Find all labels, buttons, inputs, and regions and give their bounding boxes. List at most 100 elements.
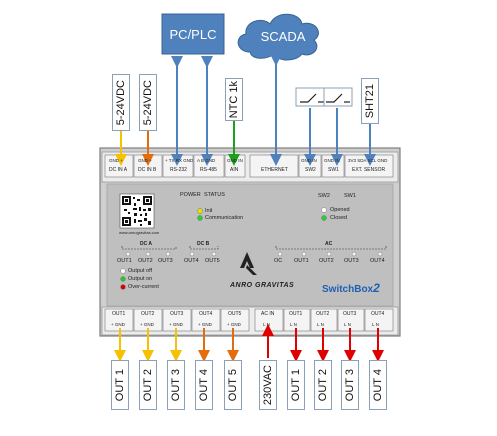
- dc-a-group-label: DC A: [140, 241, 153, 247]
- ac-group-label: AC: [325, 241, 333, 247]
- legend-led-off: [120, 268, 126, 274]
- bt-acout3-pins: L N: [344, 322, 351, 327]
- bt-acout3-name: OUT3: [343, 311, 357, 317]
- legend-over-current: Over-current: [128, 284, 159, 290]
- product-suffix: 2: [373, 281, 380, 295]
- ntc-text: NTC 1k: [228, 80, 240, 119]
- bt-out1-name: OUT1: [112, 311, 126, 317]
- bt-out3-pins: + GND: [169, 322, 183, 327]
- bottom-label-dc-out5: OUT 5: [224, 360, 242, 410]
- bt-acin-name: AC IN: [261, 311, 275, 317]
- bottom-label-dc-out2: OUT 2: [139, 360, 157, 410]
- ain-name: AIN: [230, 167, 239, 173]
- led-communication: [197, 215, 203, 221]
- bottom-label-ac-out4-text: OUT 4: [372, 368, 384, 402]
- legend-output-on: Output on: [128, 276, 153, 282]
- legend-output-off: Output off: [128, 268, 153, 274]
- qr-code: [119, 193, 155, 229]
- bt-acout2-pins: L N: [317, 322, 324, 327]
- dc-out2-label: OUT2: [138, 258, 153, 264]
- bottom-label-dc-out5-text: OUT 5: [227, 368, 239, 402]
- bottom-label-dc-out2-text: OUT 2: [142, 368, 154, 402]
- bottom-label-dc-out4-text: OUT 4: [198, 368, 210, 402]
- init-label: Init: [205, 208, 213, 214]
- dc-a-voltage-text: 5-24VDC: [115, 79, 127, 126]
- ac-out3-label: OUT3: [344, 258, 359, 264]
- legend-led-on: [120, 276, 126, 282]
- bottom-label-ac-out3-text: OUT 3: [344, 368, 356, 402]
- dc-in-b-name: DC IN B: [138, 167, 157, 173]
- rs232-pins: + TX RX GND: [165, 158, 194, 163]
- bottom-label-230vac-text: 230VAC: [262, 364, 274, 406]
- brand-name: ANRO GRAVITAS: [230, 282, 295, 289]
- sw2-name: SW2: [305, 167, 316, 173]
- bt-acout1-pins: L N: [290, 322, 297, 327]
- ext-sensor-pins: 3V3 SDA SCL GND: [348, 158, 388, 163]
- ethernet-name: ETHERNET: [261, 167, 288, 173]
- ext-sensor-name: EXT. SENSOR: [352, 167, 386, 173]
- communication-label: Communication: [205, 215, 244, 221]
- bottom-label-ac-out1-text: OUT 1: [290, 368, 302, 402]
- ain-pins: GND IN: [227, 158, 243, 163]
- product-name: SwitchBox2: [322, 281, 380, 295]
- bt-out2-name: OUT2: [141, 311, 155, 317]
- dc-in-a-pins: GND +: [109, 158, 123, 163]
- bottom-label-ac-out2: OUT 2: [314, 360, 332, 410]
- rs485-pins: A B GND: [197, 158, 216, 163]
- dc-out1-label: OUT1: [117, 258, 132, 264]
- dc-a-voltage-label: 5-24VDC: [112, 74, 130, 131]
- sw1-panel-label: SW1: [344, 193, 356, 199]
- bottom-label-ac-out4: OUT 4: [369, 360, 387, 410]
- status-label: STATUS: [204, 192, 225, 198]
- bt-out4-pins: + GND: [198, 322, 212, 327]
- dc-out4-label: OUT4: [184, 258, 199, 264]
- power-label: POWER: [180, 192, 201, 198]
- plc-box: [161, 13, 225, 55]
- dc-out3-label: OUT3: [158, 258, 173, 264]
- bottom-label-ac-out2-text: OUT 2: [317, 368, 329, 402]
- bt-out5-pins: + GND: [227, 322, 241, 327]
- dc-in-b-pins: GND +: [138, 158, 152, 163]
- ntc-label: NTC 1k: [225, 78, 243, 121]
- website-url: www.anrogravitas.com: [119, 230, 160, 235]
- bt-out5-name: OUT5: [228, 311, 242, 317]
- ac-out2-label: OUT2: [319, 258, 334, 264]
- bottom-label-dc-out1: OUT 1: [111, 360, 129, 410]
- opened-label: Opened: [330, 207, 350, 213]
- sw1-name: SW1: [328, 167, 339, 173]
- bt-out1-pins: + GND: [111, 322, 125, 327]
- bt-acout4-pins: L N: [372, 322, 379, 327]
- bt-acout2-name: OUT2: [316, 311, 330, 317]
- bt-acin-pins: L N: [263, 322, 270, 327]
- rs485-name: RS-485: [200, 167, 217, 173]
- led-opened: [321, 207, 327, 213]
- sht-label: SHT21: [361, 78, 379, 124]
- bottom-label-ac-out1: OUT 1: [287, 360, 305, 410]
- ac-oc-label: OC: [274, 258, 283, 264]
- bt-out3-name: OUT3: [170, 311, 184, 317]
- scada-label: SCADA: [260, 28, 306, 44]
- brand-logo-icon: [240, 252, 257, 275]
- sw2-panel-label: SW2: [318, 193, 330, 199]
- sw1-pins: GND IN: [324, 158, 340, 163]
- bottom-label-dc-out4: OUT 4: [195, 360, 213, 410]
- led-closed: [321, 215, 327, 221]
- dc-in-a-name: DC IN A: [109, 167, 128, 173]
- bottom-label-230vac: 230VAC: [259, 360, 277, 410]
- dc-b-group-label: DC B: [197, 241, 210, 247]
- bottom-label-ac-out3: OUT 3: [341, 360, 359, 410]
- front-panel: [106, 183, 394, 307]
- sht-text: SHT21: [364, 83, 376, 119]
- rs232-name: RS-232: [170, 167, 187, 173]
- bottom-label-dc-out1-text: OUT 1: [114, 368, 126, 402]
- arrows-top: [115, 54, 376, 166]
- plc-label: PC/PLC: [169, 26, 217, 42]
- bottom-label-dc-out3: OUT 3: [167, 360, 185, 410]
- arrows-bottom: [114, 324, 384, 362]
- led-init: [197, 208, 203, 214]
- dc-out5-label: OUT5: [205, 258, 220, 264]
- bt-acout4-name: OUT4: [371, 311, 385, 317]
- ac-out4-label: OUT4: [370, 258, 385, 264]
- dc-b-voltage-label: 5-24VDC: [139, 74, 157, 131]
